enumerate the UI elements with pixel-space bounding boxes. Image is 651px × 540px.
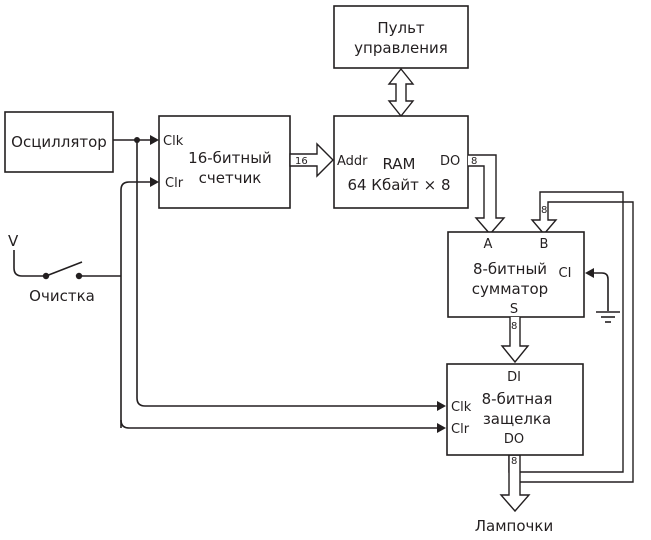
adder-b-pin: B [540, 237, 549, 252]
adder-a-pin: A [484, 237, 493, 252]
control-panel-label-line2: управления [354, 39, 448, 57]
adder-label-line1: 8-битный [473, 260, 547, 278]
oscillator-block: Осциллятор [4, 111, 114, 173]
address-bus-width: 16 [295, 156, 308, 167]
latch-label-line1: 8-битная [482, 390, 553, 408]
latch-di-pin: DI [507, 370, 521, 385]
adder-label-line2: сумматор [472, 280, 548, 298]
oscillator-label: Осциллятор [11, 133, 107, 151]
latch-label-line2: защелка [483, 410, 551, 428]
latch-do-pin: DO [504, 432, 524, 447]
ram-label-line1: RAM [382, 155, 415, 173]
latch-clk-pin: Clk [451, 400, 472, 415]
latch-clr-pin: Clr [451, 422, 470, 437]
counter-label-line1: 16-битный [188, 149, 272, 167]
voltage-label: V [8, 232, 19, 250]
ram-to-adder-bus-width: 8 [471, 156, 477, 167]
ground-symbol [585, 268, 620, 323]
latch-block: DI Clk Clr 8-битная защелка DO [446, 363, 584, 456]
ram-addr-pin: Addr [337, 154, 368, 169]
ram-block: Addr DO RAM 64 Кбайт × 8 [333, 115, 469, 209]
adder-to-latch-bus-width: 8 [511, 321, 517, 332]
lamps-label: Лампочки [475, 517, 553, 535]
counter-label-line2: счетчик [199, 169, 262, 187]
control-panel-block: Пульт управления [333, 5, 469, 69]
adder-to-latch-bus: 8 [500, 317, 530, 364]
feedback-bus-to-adder-b [508, 191, 634, 483]
adder-block: A B CI S 8-битный сумматор [447, 231, 585, 318]
address-bus: 16 [289, 142, 334, 178]
counter-clk-pin: Clk [163, 134, 184, 149]
clear-switch[interactable]: V Очистка [8, 232, 95, 305]
control-panel-label-line1: Пульт [377, 19, 425, 37]
ram-do-pin: DO [440, 154, 460, 169]
feedback-bus-width: 8 [541, 205, 547, 216]
adder-s-pin: S [510, 302, 518, 317]
counter-block: Clk Clr 16-битный счетчик [158, 115, 291, 209]
clear-wires [79, 177, 446, 433]
ram-label-line2: 64 Кбайт × 8 [347, 176, 450, 194]
ram-to-adder-bus: 8 [468, 154, 506, 236]
latch-output-bus-width: 8 [511, 456, 517, 467]
clear-switch-label: Очистка [29, 287, 95, 305]
adder-ci-pin: CI [559, 266, 572, 281]
output-bus-to-lamps [499, 454, 531, 513]
counter-clr-pin: Clr [165, 176, 184, 191]
clock-wires [113, 135, 446, 411]
control-panel-ram-bus [387, 67, 415, 118]
